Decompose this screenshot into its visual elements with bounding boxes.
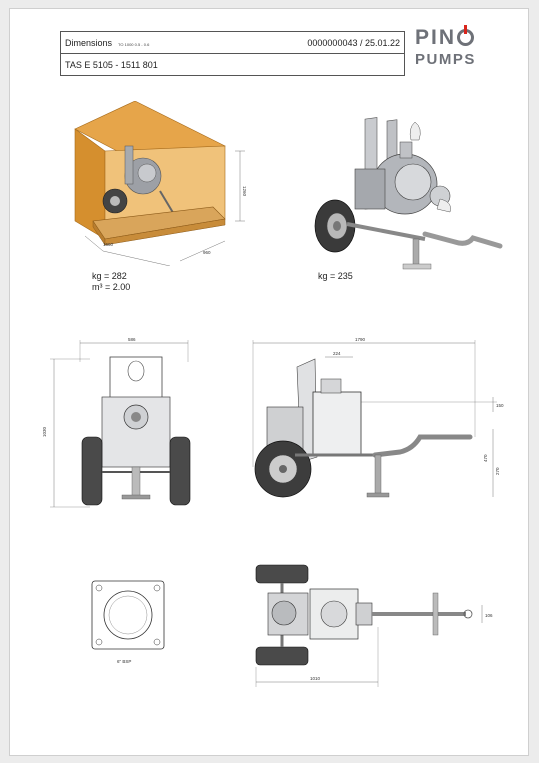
crate-dim-width: 960 bbox=[203, 250, 211, 255]
side-pump-body bbox=[312, 391, 362, 455]
logo-letters: PIN bbox=[415, 26, 457, 49]
side-dim-right-bottom: 270 bbox=[495, 467, 500, 475]
packaging-view: 1260 1660 960 bbox=[74, 101, 247, 266]
side-tow-bar bbox=[372, 434, 473, 458]
front-wheel-right bbox=[169, 436, 191, 506]
document-type-note: TO 1000 0.5 - 0.6 bbox=[118, 41, 150, 47]
flange-caption: 6" BSP bbox=[117, 659, 132, 664]
front-view: 586 1030 bbox=[42, 337, 191, 508]
crate-dim-height: 1260 bbox=[242, 186, 247, 197]
iso-weight: kg = 235 bbox=[318, 271, 353, 281]
front-dim-height: 1030 bbox=[42, 426, 47, 437]
side-dim-offset: 224 bbox=[333, 351, 341, 356]
top-wheel-top bbox=[255, 564, 309, 584]
logo-pumps: PUMPS bbox=[415, 51, 476, 68]
document-type: Dimensions bbox=[65, 37, 113, 48]
pino-pumps-logo: PIN PUMPS bbox=[415, 25, 515, 79]
title-block: Dimensions TO 1000 0.5 - 0.6 0000000043 … bbox=[60, 31, 405, 76]
crate-dim-length: 1660 bbox=[103, 242, 114, 247]
top-dim-right: 106 bbox=[485, 613, 493, 618]
top-view: 1010 106 bbox=[255, 564, 493, 687]
top-wheel-bottom bbox=[255, 646, 309, 666]
power-o-icon bbox=[457, 25, 475, 46]
flange-bore bbox=[103, 590, 153, 640]
drawing-sheet: Dimensions TO 1000 0.5 - 0.6 0000000043 … bbox=[9, 8, 529, 756]
front-wheel-left bbox=[81, 436, 103, 506]
side-dim-right-top: 150 bbox=[496, 403, 504, 408]
title-row-top: Dimensions TO 1000 0.5 - 0.6 0000000043 … bbox=[61, 32, 404, 54]
packaging-volume: m³ = 2.00 bbox=[92, 282, 131, 292]
iso-tow-bar bbox=[422, 231, 503, 249]
model-code: TAS E 5105 - 1511 801 bbox=[65, 60, 158, 70]
top-dim-bottom: 1010 bbox=[310, 676, 321, 681]
side-dim-length: 1790 bbox=[355, 337, 366, 342]
document-number: 0000000043 / 25.01.22 bbox=[307, 37, 400, 48]
isometric-pump-view bbox=[314, 117, 503, 270]
side-view: 1790 224 150 470 270 bbox=[252, 337, 504, 498]
title-row-bottom: TAS E 5105 - 1511 801 bbox=[61, 54, 404, 76]
flange-view bbox=[91, 580, 165, 650]
packaging-weight: kg = 282 bbox=[92, 271, 127, 281]
side-dim-right-mid: 470 bbox=[483, 454, 488, 462]
front-dim-top: 586 bbox=[128, 337, 136, 342]
